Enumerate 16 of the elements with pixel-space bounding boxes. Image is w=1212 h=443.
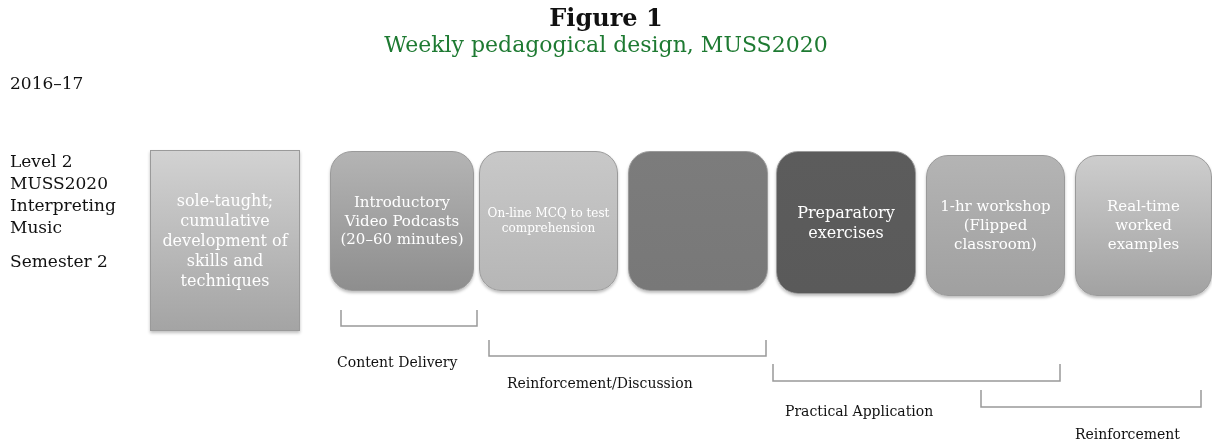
stage-box: Real-time worked examples	[1075, 155, 1212, 296]
bracket-label: Reinforcement	[1075, 426, 1180, 442]
stage-box: Introductory Video Podcasts (20–60 minutes)	[330, 151, 474, 291]
bracket-label: Practical Application	[785, 403, 934, 419]
side-label: 2016–17	[10, 72, 85, 94]
side-label: Semester 2	[10, 250, 109, 272]
stage-box: 1-hr workshop (Flipped classroom)	[926, 155, 1065, 296]
empty-stage-box	[628, 151, 768, 291]
side-label: Level 2 MUSS2020 Interpreting Music	[10, 150, 117, 238]
bracket-label: Content Delivery	[337, 354, 458, 370]
stage-box: Preparatory exercises	[776, 151, 916, 294]
figure-subtitle: Weekly pedagogical design, MUSS2020	[383, 32, 829, 57]
bracket-label: Reinforcement/Discussion	[507, 375, 693, 391]
stage-box: sole-taught; cumulative development of skills and techniques	[150, 150, 300, 331]
figure-title: Figure 1	[548, 3, 664, 32]
stage-box: On-line MCQ to test comprehension	[479, 151, 618, 291]
